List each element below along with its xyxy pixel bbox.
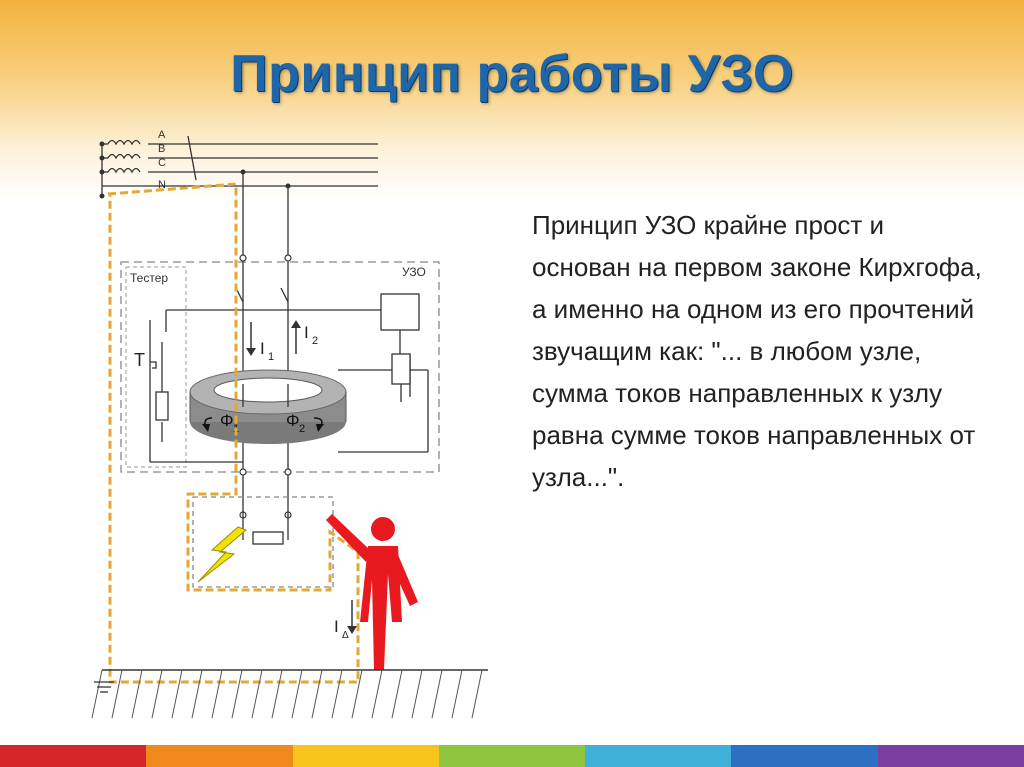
flux-2-label: Φ 2 — [286, 411, 324, 435]
bottom-bar-segment — [877, 745, 1024, 767]
test-button: Т — [134, 350, 157, 370]
bottom-bar-segment — [585, 745, 732, 767]
phase-c-label: C — [158, 157, 166, 169]
load-enclosure — [192, 496, 334, 588]
flux-1-symbol: Φ — [220, 411, 234, 430]
flux-2-symbol: Φ — [286, 411, 300, 430]
body-text: Принцип УЗО крайне прост и основан на пе… — [532, 210, 982, 492]
current-i1-arrow: I 1 — [246, 322, 274, 363]
rcd-diagram: A B C N УЗО Тестер — [91, 129, 488, 719]
load-resistor — [252, 531, 284, 545]
supply-coils — [107, 139, 141, 174]
header-background — [0, 0, 1024, 200]
bottom-bar-segment — [0, 745, 147, 767]
current-i1-sub: 1 — [268, 351, 274, 363]
bottom-color-bar — [0, 745, 1024, 767]
toroidal-core — [189, 369, 347, 444]
tester-enclosure — [125, 266, 187, 468]
bottom-bar-segment — [438, 745, 586, 767]
current-i2-label: I — [304, 323, 309, 342]
neutral-label: N — [158, 179, 166, 191]
phase-b-label: B — [158, 143, 165, 155]
leak-current-label: I Δ — [334, 600, 357, 641]
bottom-bar-segment — [292, 745, 439, 767]
current-i2-sub: 2 — [312, 335, 318, 347]
relay-box — [380, 293, 420, 331]
ground-hatch — [91, 669, 483, 719]
trip-coil — [391, 353, 411, 385]
earth-symbol-icon — [94, 681, 114, 693]
rcd-enclosure — [120, 261, 440, 473]
tester-label: Тестер — [130, 271, 168, 285]
fault-current-path — [107, 182, 360, 684]
bus-lines — [101, 135, 378, 196]
rcd-label: УЗО — [402, 265, 426, 279]
leak-current-sub: Δ — [342, 630, 349, 641]
leak-current-symbol: I — [334, 617, 339, 636]
slide-title: Принцип работы УЗО — [230, 45, 794, 103]
flux-2-sub: 2 — [299, 423, 305, 435]
current-i2-arrow: I 2 — [291, 320, 318, 354]
lightning-icon — [197, 526, 247, 583]
test-button-label: Т — [134, 350, 145, 370]
tester-resistor — [155, 391, 169, 421]
bottom-bar-segment — [146, 745, 293, 767]
bottom-bar-segment — [731, 745, 878, 767]
bus-nodes — [99, 141, 291, 199]
phase-a-label: A — [158, 129, 166, 141]
conductors — [149, 172, 429, 502]
person-icon — [326, 514, 418, 670]
current-i1-label: I — [260, 339, 265, 358]
